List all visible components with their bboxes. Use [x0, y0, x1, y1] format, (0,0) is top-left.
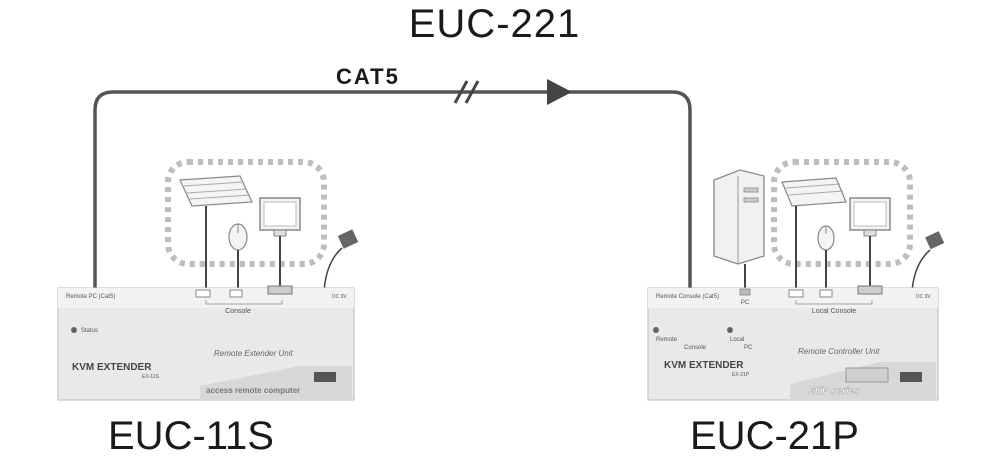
- right-series-label: EKP series: [808, 386, 860, 397]
- right-panel-subtitle: Remote Controller Unit: [798, 347, 880, 356]
- right-dc-label: DC 9V: [916, 294, 931, 300]
- right-mouse-icon: [817, 225, 835, 251]
- left-dc-label: DC 9V: [332, 294, 347, 300]
- left-mouse-icon: [228, 223, 248, 251]
- right-monitor-icon: [849, 197, 891, 237]
- right-panel-model: EX-21P: [732, 372, 750, 378]
- right-status-local: Local: [730, 337, 744, 343]
- cable-break-mark: [453, 80, 480, 104]
- right-panel-title: KVM EXTENDER: [664, 360, 744, 371]
- right-controller-unit: Remote Console (Cat5) PC Local Console D…: [647, 285, 939, 401]
- left-power-adapter-icon: [323, 229, 359, 293]
- right-port-remote: Remote Console (Cat5): [656, 294, 719, 300]
- left-panel-subtitle: Remote Extender Unit: [214, 349, 293, 358]
- left-status-label: Status: [81, 328, 98, 334]
- cable-label: CAT5: [336, 64, 400, 89]
- right-unit-label: EUC-21P: [690, 414, 859, 458]
- left-keyboard-icon: [179, 175, 253, 207]
- left-monitor-icon: [259, 197, 301, 237]
- left-panel-bar: access remote computer: [206, 386, 300, 395]
- right-port-console: Local Console: [812, 308, 856, 315]
- cable-direction-arrow: [547, 79, 572, 105]
- left-port-console: Console: [225, 308, 251, 315]
- cat5-cable: [93, 90, 692, 292]
- left-port-remote: Remote PC (Cat5): [66, 294, 115, 300]
- left-panel-title: KVM EXTENDER: [72, 362, 152, 373]
- right-mode-pc: PC: [744, 345, 753, 351]
- left-unit-label: EUC-11S: [108, 414, 274, 458]
- diagram-title: EUC-221: [408, 2, 581, 46]
- right-power-adapter-icon: [911, 231, 945, 293]
- left-panel-model: EX-11S: [142, 374, 160, 380]
- left-extender-unit: Remote PC (Cat5) Console DC 9V Status Re…: [57, 285, 355, 401]
- right-status-remote: Remote: [656, 337, 678, 343]
- pc-tower-icon: [713, 169, 765, 265]
- right-port-pc: PC: [741, 300, 750, 306]
- right-mode-console: Console: [684, 345, 707, 351]
- right-keyboard-icon: [781, 177, 847, 207]
